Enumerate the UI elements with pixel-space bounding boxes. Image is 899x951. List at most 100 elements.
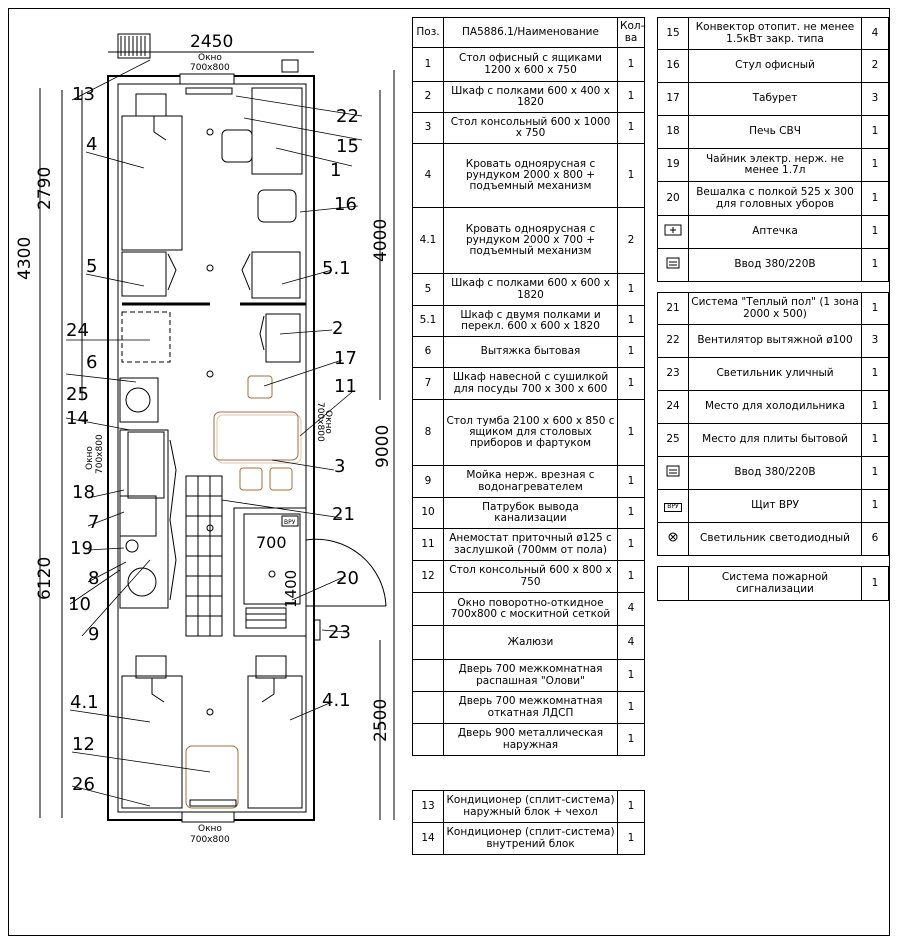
cell-name: Чайник электр. нерж. не менее 1.7л	[688, 148, 862, 182]
led-light	[206, 708, 214, 716]
dim-left-4300: 4300	[15, 237, 35, 280]
cell-qty: 1	[617, 528, 645, 561]
header-qty: Кол-ва	[617, 17, 645, 48]
cell-pos	[412, 625, 444, 660]
cell-qty: 1	[861, 489, 889, 523]
cell-name: Стол консольный 600 х 1000 х 750	[443, 112, 618, 144]
callout-7: 7	[88, 512, 99, 533]
window-top-size: 700x800	[190, 63, 230, 73]
cell-name: Анемостат приточный ø125 с заслушкой (70…	[443, 528, 618, 561]
cell-qty: 1	[617, 305, 645, 337]
cell-name: Вешалка с полкой 525 х 300 для головных …	[688, 181, 862, 216]
window-left-size: 700x800	[95, 434, 105, 474]
dim-right-2500: 2500	[371, 699, 391, 742]
counter-8	[119, 429, 169, 609]
callout-11: 11	[334, 376, 357, 397]
callout-19: 19	[70, 538, 93, 559]
callout-22: 22	[336, 106, 359, 127]
callout-2: 2	[332, 318, 343, 339]
cell-pos: 2	[412, 81, 444, 113]
cell-name: Аптечка	[688, 215, 862, 249]
callout-12: 12	[72, 734, 95, 755]
sink-9	[127, 567, 157, 597]
dim-right-4000: 4000	[371, 219, 391, 262]
chair-16	[257, 189, 297, 223]
cell-qty: 1	[617, 723, 645, 756]
cell-pos: 21	[657, 292, 689, 325]
cell-name: Место для плиты бытовой	[688, 423, 862, 457]
cell-qty: 1	[861, 390, 889, 424]
cell-pos: 7	[412, 367, 444, 400]
cell-qty: 1	[617, 81, 645, 113]
cell-qty: 1	[861, 357, 889, 391]
cell-name: Ввод 380/220В	[688, 248, 862, 282]
cell-pos	[412, 723, 444, 756]
cell-name: Окно поворотно-откидное 700х800 с москит…	[443, 592, 618, 626]
cell-pos: 22	[657, 324, 689, 358]
cell-pos: 24	[657, 390, 689, 424]
cell-qty: 4	[861, 17, 889, 50]
window-right-label: Окно	[323, 410, 333, 434]
cell-qty: 1	[861, 115, 889, 149]
callout-5: 5	[86, 256, 97, 277]
stool	[239, 467, 263, 491]
bed-4-1-right	[247, 675, 303, 809]
fridge-place-24	[121, 311, 171, 363]
callout-10: 10	[68, 594, 91, 615]
cell-qty: 1	[617, 659, 645, 692]
cell-qty: 1	[861, 423, 889, 457]
cell-pos	[657, 566, 689, 601]
callout-14: 14	[66, 408, 89, 429]
cell-qty: 1	[617, 336, 645, 368]
cell-qty: 4	[617, 592, 645, 626]
cell-name: Патрубок вывода канализации	[443, 497, 618, 529]
cell-name: Шкаф навесной с сушилкой для посуды 700 …	[443, 367, 618, 400]
callout-16: 16	[334, 194, 357, 215]
table-12	[185, 745, 239, 809]
cell-pos	[412, 691, 444, 724]
cell-qty: 1	[861, 181, 889, 216]
callout-18: 18	[72, 482, 95, 503]
cell-name: Стол офисный с ящиками 1200 х 600 х 750	[443, 47, 618, 82]
dim-left-6120: 6120	[35, 557, 55, 600]
cabinet-5-1	[251, 251, 301, 299]
cell-pos: 18	[657, 115, 689, 149]
callout-23: 23	[328, 622, 351, 643]
callout-4-1-right: 4.1	[322, 690, 351, 711]
cell-pos: 5.1	[412, 305, 444, 337]
callout-9: 9	[88, 624, 99, 645]
cell-qty: 2	[861, 49, 889, 83]
cell-pos	[657, 215, 689, 249]
cell-name: Шкаф с полками 600 х 400 х 1820	[443, 81, 618, 113]
cell-pos: 23	[657, 357, 689, 391]
cell-pos	[657, 522, 689, 556]
cell-qty: 1	[861, 456, 889, 490]
table-row: Дверь 700 межкомнатная распашная "Олови"…	[412, 659, 645, 692]
led-light-icon	[667, 531, 679, 546]
callout-25: 25	[66, 384, 89, 405]
cell-name: Вытяжка бытовая	[443, 336, 618, 368]
power-input-icon	[666, 257, 680, 272]
cell-name: Стол консольный 600 х 800 х 750	[443, 560, 618, 593]
ac-outdoor-unit	[117, 33, 151, 59]
callout-4: 4	[86, 134, 97, 155]
dim-door-700: 700	[256, 533, 287, 552]
vru-panel-entry	[281, 515, 299, 527]
callout-6: 6	[86, 352, 97, 373]
cell-qty: 1	[617, 47, 645, 82]
dim-right-9000: 9000	[373, 425, 393, 468]
